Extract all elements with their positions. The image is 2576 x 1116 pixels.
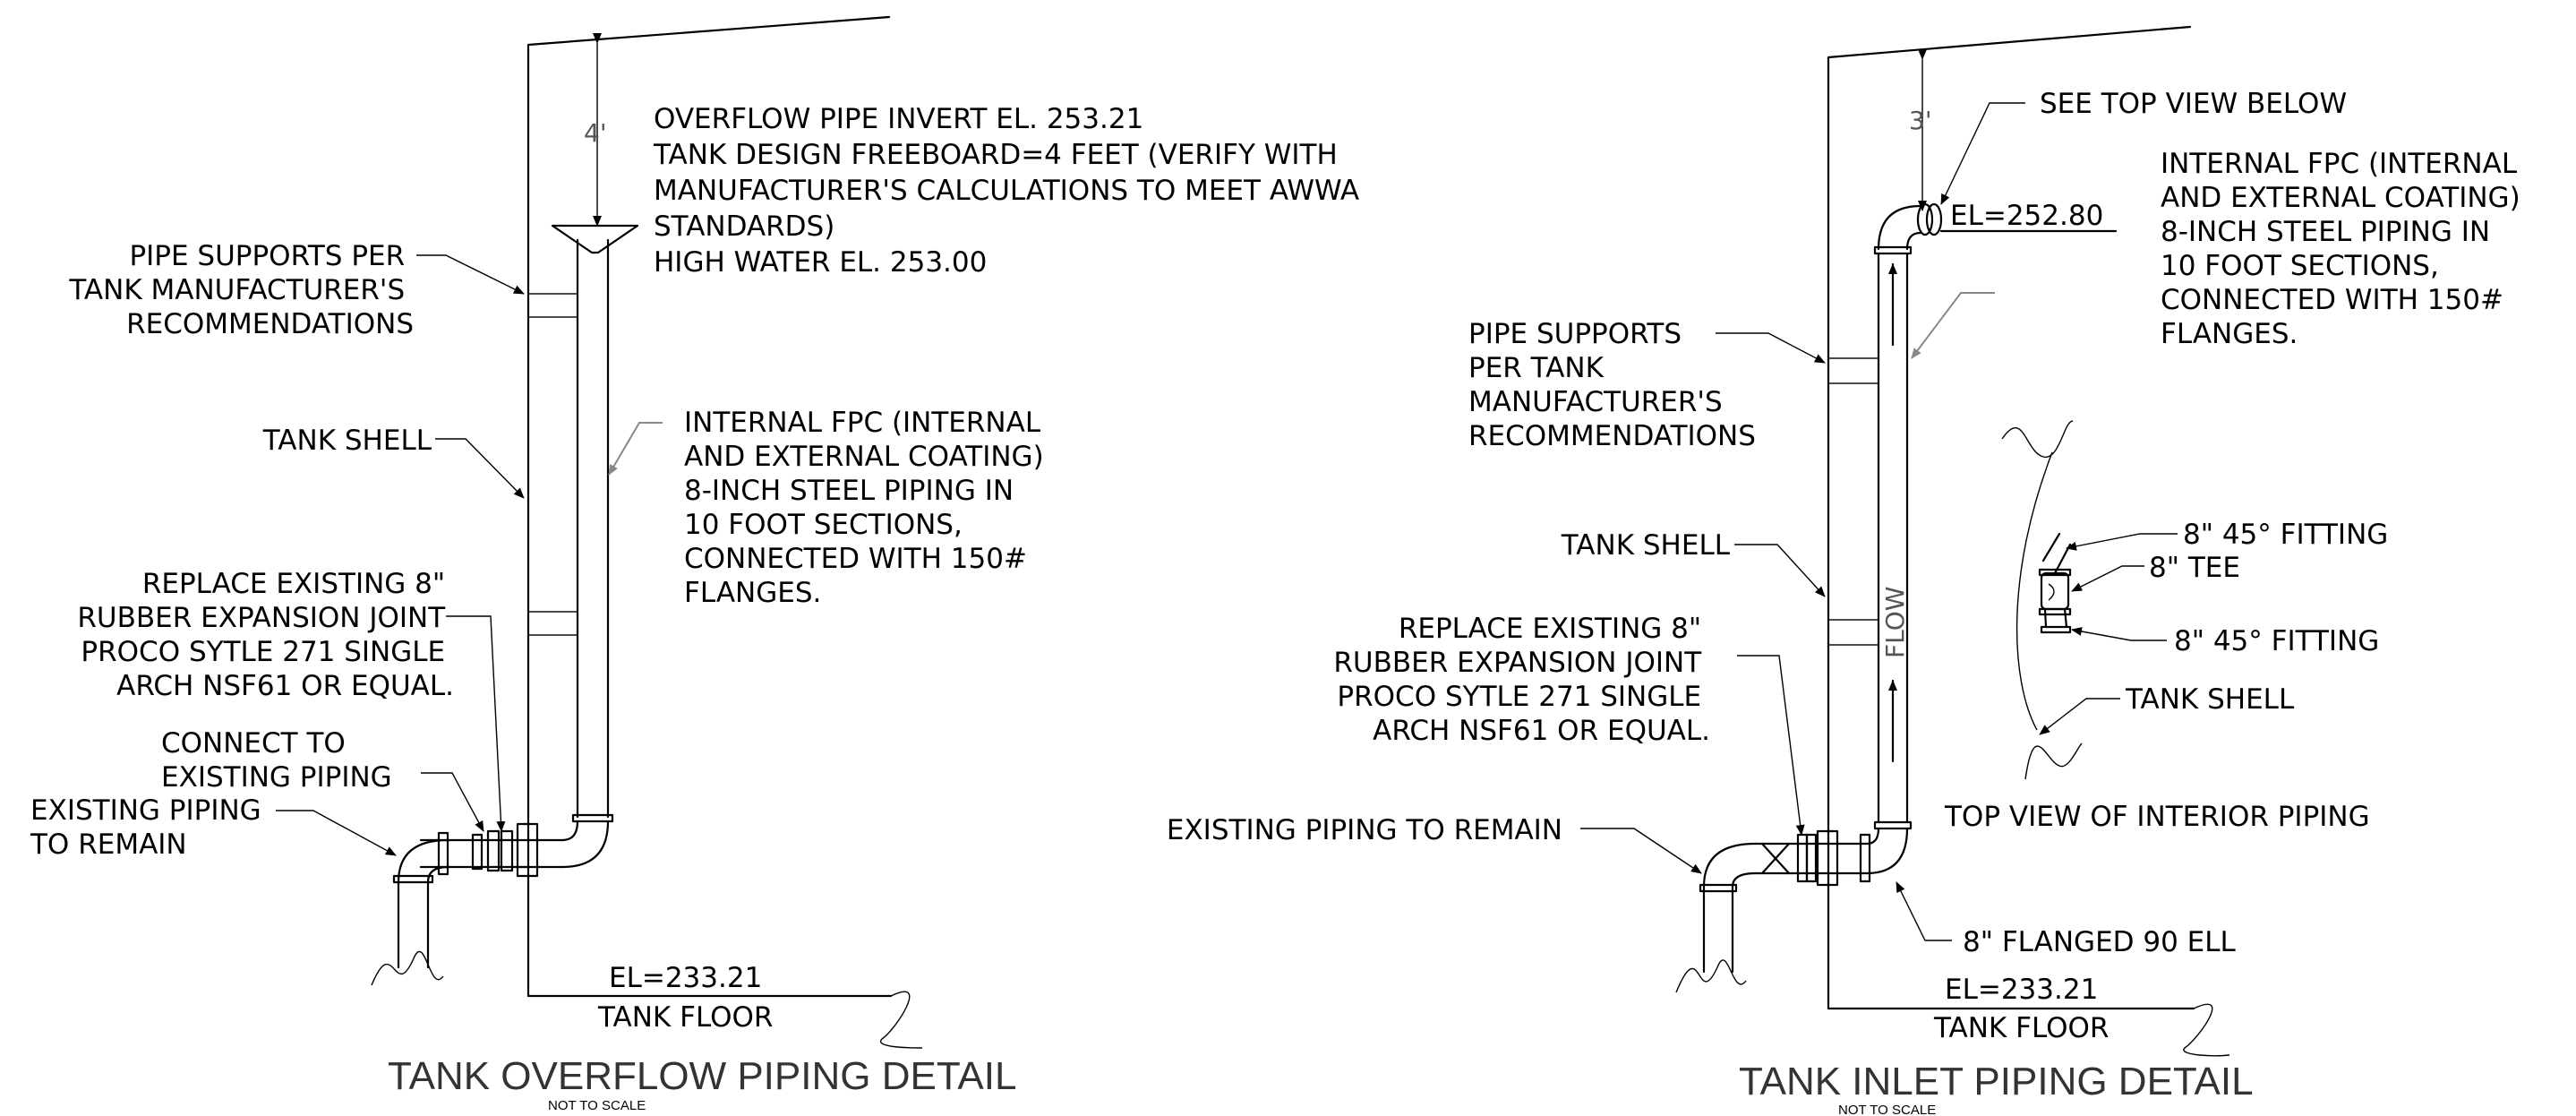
inlet-tank-shell-line [1827,25,2195,1010]
overflow-bottom-elbow [561,820,610,869]
inlet-bottom-flange [1873,820,1913,830]
overflow-joint-leader [446,615,506,832]
inlet-joint-flange-a [1796,833,1809,883]
overflow-detail-title: TANK OVERFLOW PIPING DETAIL [388,1054,1016,1098]
inlet-supports-leader [1716,332,1826,364]
inlet-fpc-leader [1911,292,1995,359]
inlet-pipe-support-upper [1827,357,1879,384]
overflow-detail: 4' OVERFLOW PIPE INVERT EL. 253. [30,15,1368,1113]
overflow-internal-fpc-note: INTERNAL FPC (INTERNAL AND EXTERNAL COAT… [684,407,1053,609]
inlet-existing-leader [1580,828,1702,874]
overflow-connector-flange [471,833,484,871]
overflow-pipe-flange [571,813,614,823]
inlet-floor-elevation: EL=233.21 [1945,974,2098,1006]
overflow-shell-leader [435,438,525,499]
inlet-floor-breakline [2183,1003,2230,1057]
inlet-outlet-end-inner [1925,202,1943,236]
top-view-shell-note: TANK SHELL [2125,683,2295,716]
top-view-flange-a [2038,568,2072,577]
inlet-joint-flange-b [1805,833,1818,883]
inlet-pipe-support-lower [1827,619,1879,646]
overflow-floor-elevation: EL=233.21 [609,962,762,994]
inlet-existing-elbow [1702,842,1757,889]
inlet-tank-floor-label: TANK FLOOR [1933,1012,2109,1044]
fitting-upper-note: 8" 45° FITTING [2183,519,2388,551]
top-view-breakline-top [2001,420,2074,458]
top-view-tee [2040,571,2070,611]
overflow-expansion-joint-b [500,829,514,872]
inlet-top-elbow [1877,204,1922,251]
inlet-see-top-view-note: SEE TOP VIEW BELOW [2040,88,2347,120]
inlet-valve-symbol [1760,842,1791,875]
overflow-existing-breakline [371,950,444,986]
overflow-existing-note: EXISTING PIPING TO REMAIN [30,794,270,861]
top-view-shell-curve [2015,451,2053,731]
inlet-see-top-leader [1940,102,2025,205]
inlet-pipe-supports-note: PIPE SUPPORTS PER TANK MANUFACTURER'S RE… [1468,318,1756,452]
inlet-ell-flange [1859,833,1871,883]
top-view-fitting-upper [2041,532,2072,575]
inlet-top-flange [1873,245,1913,255]
tee-leader [2071,565,2144,592]
overflow-pipe-support-lower [527,611,578,636]
overflow-supports-leader [416,254,525,295]
inlet-internal-fpc-note: INTERNAL FPC (INTERNAL AND EXTERNAL COAT… [2161,148,2529,350]
inlet-joint-leader [1737,655,1805,836]
inlet-replace-joint-note: REPLACE EXISTING 8" RUBBER EXPANSION JOI… [1333,613,1710,747]
overflow-funnel [551,224,639,254]
overflow-tank-shell-line [526,15,893,998]
overflow-replace-joint-note: REPLACE EXISTING 8" RUBBER EXPANSION JOI… [77,568,454,702]
inlet-detail: 3' FLOW [1167,25,2529,1116]
overflow-floor-breakline [879,991,923,1049]
fitting-upper-leader [2066,533,2178,551]
overflow-elbow-flange [437,831,449,876]
inlet-detail-title: TANK INLET PIPING DETAIL [1739,1060,2254,1103]
overflow-connect-leader [421,772,484,832]
inlet-existing-breakline [1675,959,1747,993]
inlet-shell-leader [1734,544,1826,597]
top-view-tee-mark [2048,583,2055,601]
overflow-wall-flange [516,822,539,878]
inlet-existing-note: EXISTING PIPING TO REMAIN [1167,814,1562,846]
overflow-fpc-leader [608,422,663,476]
fitting-lower-note: 8" 45° FITTING [2174,625,2379,657]
overflow-top-notes: OVERFLOW PIPE INVERT EL. 253.21 TANK DES… [653,103,1368,279]
inlet-wall-flange [1816,829,1839,887]
fitting-lower-leader [2071,627,2167,641]
inlet-bottom-elbow [1865,827,1909,875]
top-shell-leader [2039,698,2120,735]
overflow-tank-floor-label: TANK FLOOR [597,1001,773,1034]
top-view-flange-b [2038,607,2072,616]
top-view-flange-c [2040,625,2072,634]
overflow-dimension-text: 4' [584,118,607,148]
inlet-dimension-text: 3' [1909,106,1932,135]
overflow-not-to-scale: NOT TO SCALE [548,1098,646,1113]
inlet-not-to-scale: NOT TO SCALE [1838,1103,1936,1116]
overflow-tank-shell-note: TANK SHELL [262,425,432,457]
overflow-connect-note: CONNECT TO EXISTING PIPING [161,727,392,794]
top-view-breakline-bottom [2024,743,2083,780]
top-view-fitting-lower [2043,607,2068,629]
inlet-ell-leader [1896,881,1952,941]
inlet-outlet-end [1916,202,1934,236]
overflow-existing-flange [392,874,434,884]
inlet-ell-note: 8" FLANGED 90 ELL [1963,926,2237,958]
tee-note: 8" TEE [2149,552,2240,584]
inlet-flow-label: FLOW [1880,587,1910,658]
inlet-tank-shell-note: TANK SHELL [1561,529,1731,562]
top-view-caption: TOP VIEW OF INTERIOR PIPING [1944,801,2370,833]
overflow-expansion-joint-a [486,829,501,872]
inlet-existing-flange [1699,883,1738,893]
overflow-existing-leader [276,810,397,856]
overflow-pipe-support-upper [527,293,578,318]
overflow-pipe-supports-note: PIPE SUPPORTS PER TANK MANUFACTURER'S RE… [68,240,414,340]
inlet-elevation-note: EL=252.80 [1950,200,2103,232]
